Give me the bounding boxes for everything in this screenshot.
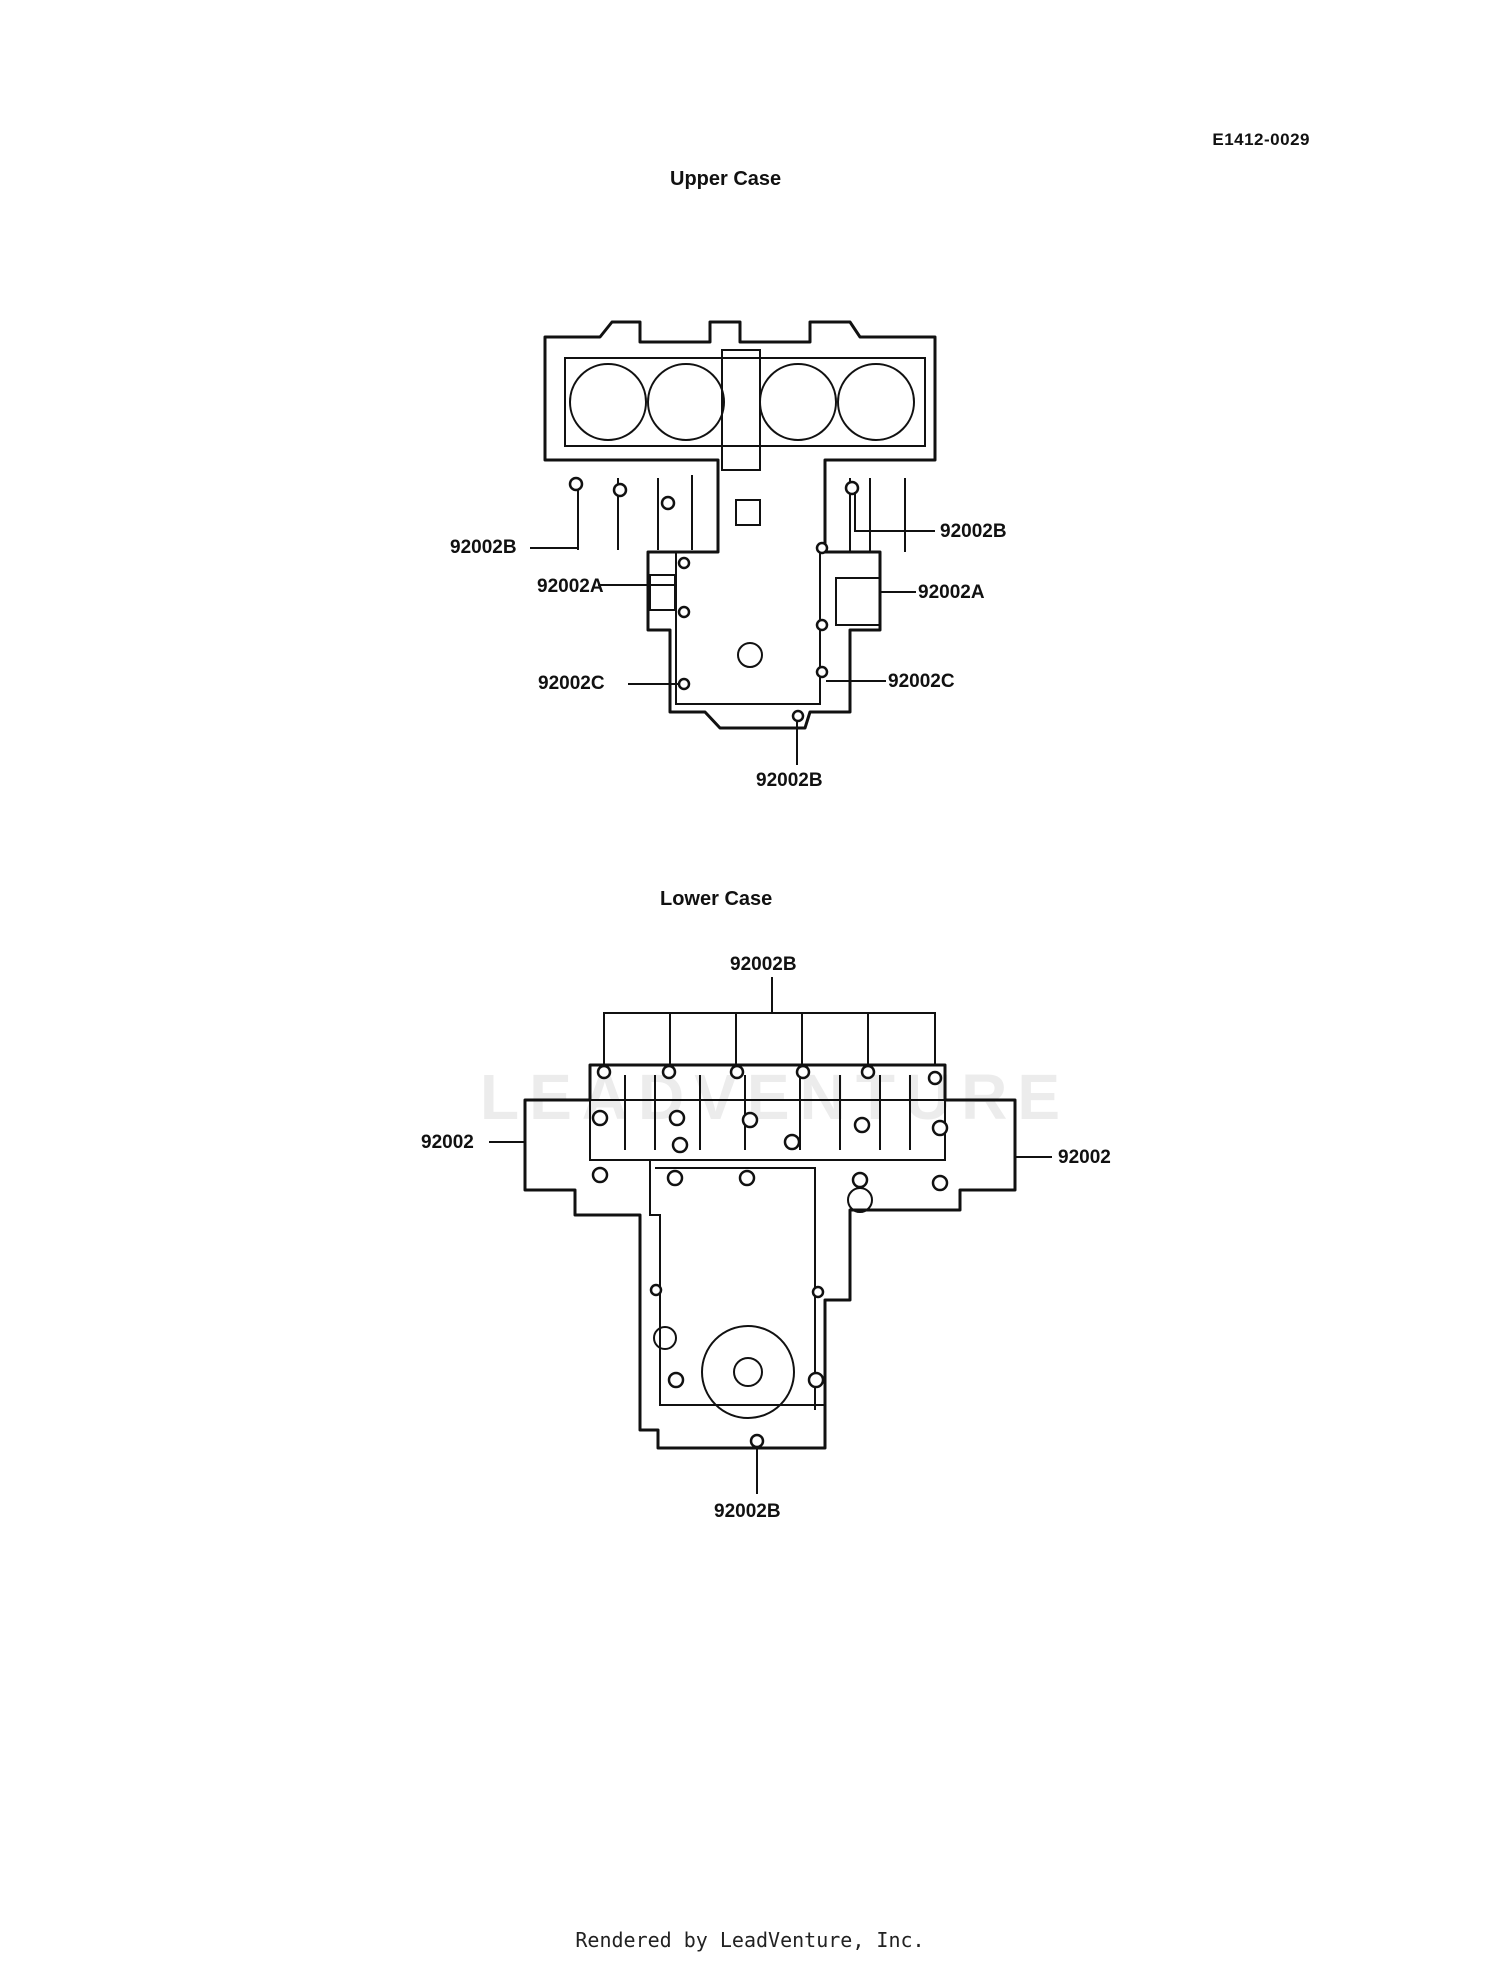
upper-callout-right-bottom: 92002C [888,671,955,692]
upper-callout-bottom: 92002B [756,770,823,791]
lower-callout-bottom: 92002B [714,1501,781,1522]
lower-callout-left: 92002 [421,1132,474,1153]
upper-callout-right-top: 92002B [940,521,1007,542]
footer-credit: Rendered by LeadVenture, Inc. [575,1928,925,1952]
upper-callout-left-top: 92002B [450,537,517,558]
upper-case-drawing [530,320,937,765]
upper-case-title: Upper Case [670,168,782,190]
lower-case-title: Lower Case [660,888,773,910]
lower-case-drawing [489,977,1052,1494]
drawing-id: E1412-0029 [1212,130,1310,149]
lower-callout-top: 92002B [730,954,797,975]
lower-callout-right: 92002 [1058,1147,1111,1168]
upper-callout-left-bottom: 92002C [538,673,605,694]
upper-callout-right-middle: 92002A [918,582,985,603]
upper-callout-left-middle: 92002A [537,576,604,597]
